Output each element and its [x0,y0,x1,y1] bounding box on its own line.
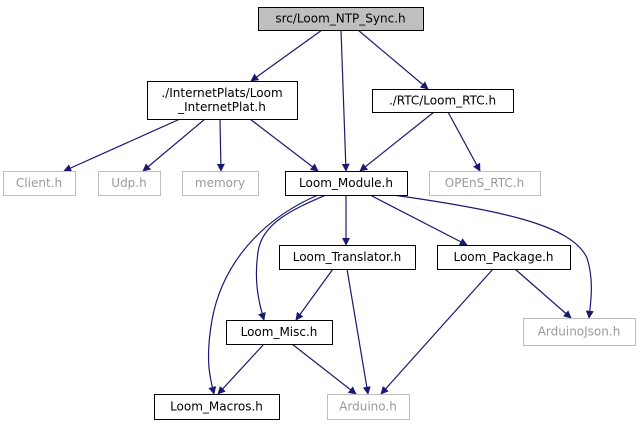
node-module[interactable]: Loom_Module.h [285,171,408,196]
node-label: ./InternetPlats/Loom [161,86,282,100]
edge-translator-to-arduino [346,268,371,395]
edge-module-to-package [369,194,468,246]
node-box [437,245,571,270]
node-label: _InternetPlat.h [177,100,266,114]
node-box [285,171,408,196]
node-translator[interactable]: Loom_Translator.h [279,245,416,270]
node-udp[interactable]: Udp.h [98,171,161,196]
node-box [226,320,333,345]
node-opens-rtc[interactable]: OPEnS_RTC.h [429,171,541,196]
edge-translator-to-misc [295,268,334,321]
node-package[interactable]: Loom_Package.h [437,245,571,270]
node-macros[interactable]: Loom_Macros.h [154,394,280,420]
node-internetplat[interactable]: ./InternetPlats/Loom_InternetPlat.h [147,81,298,120]
edge-misc-to-macros [217,343,265,395]
node-label: Udp.h [111,176,146,190]
node-misc[interactable]: Loom_Misc.h [226,320,333,345]
node-box [154,394,280,420]
edge-ntp-sync-to-internetplat [250,29,323,82]
node-label: Loom_Package.h [453,250,553,264]
node-box [182,171,259,196]
node-box [147,81,298,120]
node-label: Loom_Macros.h [170,400,263,414]
node-label: memory [195,176,245,190]
node-box [429,171,541,196]
node-label: Arduino.h [339,400,397,414]
node-box [98,171,161,196]
edge-internetplat-to-module [249,118,319,172]
edge-module-to-misc [255,194,327,321]
edge-package-to-arduinojson [514,268,572,319]
edge-ntp-sync-to-rtc [357,29,429,90]
edge-misc-to-arduino [291,343,357,395]
edge-internetplat-to-udp [142,118,206,172]
edge-rtc-to-opens-rtc [447,111,481,172]
node-box [523,318,636,346]
node-box [372,89,514,113]
node-arduinojson[interactable]: ArduinoJson.h [523,318,636,346]
node-rtc[interactable]: ./RTC/Loom_RTC.h [372,89,514,113]
edge-internetplat-to-client [63,118,181,172]
edges [63,29,594,395]
node-arduino[interactable]: Arduino.h [327,394,410,420]
edge-module-to-arduinojson [392,194,594,319]
node-label: Loom_Module.h [299,176,393,190]
node-client[interactable]: Client.h [3,171,76,196]
node-label: ArduinoJson.h [538,325,621,339]
node-label: Client.h [16,176,62,190]
nodes: src/Loom_NTP_Sync.h ./InternetPlats/Loom_… [3,7,636,420]
node-label: src/Loom_NTP_Sync.h [275,12,405,26]
edge-package-to-arduino [380,268,494,395]
node-ntp-sync[interactable]: src/Loom_NTP_Sync.h [258,7,424,31]
edge-module-to-macros [207,194,319,395]
edge-ntp-sync-to-module [340,29,350,172]
node-box [327,394,410,420]
node-label: Loom_Translator.h [293,250,402,264]
node-label: Loom_Misc.h [241,325,318,339]
edge-internetplat-to-memory [216,118,225,172]
node-label: OPEnS_RTC.h [445,176,524,190]
edge-rtc-to-module [359,111,435,172]
node-box [3,171,76,196]
node-box [279,245,416,270]
node-memory[interactable]: memory [182,171,259,196]
node-label: ./RTC/Loom_RTC.h [389,94,496,108]
node-box [258,7,424,31]
